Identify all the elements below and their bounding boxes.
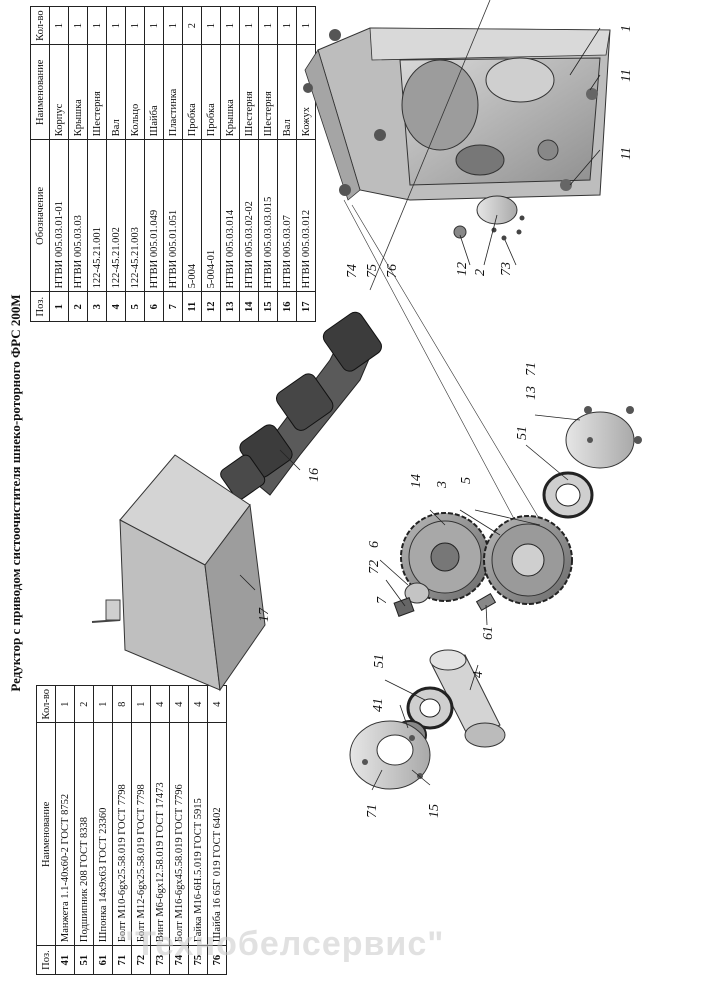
cover-part — [453, 195, 525, 241]
callout-71: 71 — [365, 804, 380, 818]
end-cover-part — [349, 686, 454, 790]
callout-1: 1 — [619, 25, 634, 32]
callout-76: 76 — [385, 264, 400, 278]
callout-7: 7 — [375, 596, 390, 604]
watermark: "Технобелсервис" — [118, 925, 445, 963]
casing-part — [91, 454, 266, 692]
callout-71: 71 — [524, 362, 539, 376]
housing-part — [303, 27, 611, 201]
washer-part — [393, 582, 497, 617]
callout-75: 75 — [365, 264, 380, 278]
callouts: 1 11 11 74 75 76 12 2 73 16 17 13 71 51 … — [257, 25, 634, 818]
callout-13: 13 — [524, 386, 539, 400]
callout-73: 73 — [499, 262, 514, 276]
callout-12: 12 — [455, 262, 470, 276]
callout-4: 4 — [471, 671, 486, 678]
callout-15: 15 — [427, 804, 442, 818]
callout-11: 11 — [619, 147, 634, 160]
callout-2: 2 — [473, 269, 488, 276]
callout-14: 14 — [409, 474, 424, 488]
shaft-part — [429, 649, 506, 748]
callout-6: 6 — [367, 541, 382, 548]
cardan-shaft-part — [220, 311, 382, 500]
callout-61: 61 — [481, 626, 496, 640]
leader-lines — [239, 27, 601, 791]
callout-17: 17 — [257, 607, 272, 622]
callout-11: 11 — [619, 69, 634, 82]
callout-74: 74 — [345, 264, 360, 278]
callout-51: 51 — [372, 654, 387, 668]
callout-51: 51 — [515, 426, 530, 440]
bearing-part — [542, 406, 642, 519]
callout-72: 72 — [367, 560, 382, 574]
callout-3: 3 — [435, 481, 450, 489]
gear-part — [400, 512, 573, 605]
callout-41: 41 — [371, 698, 386, 712]
callout-5: 5 — [459, 477, 474, 484]
callout-16: 16 — [307, 468, 322, 482]
